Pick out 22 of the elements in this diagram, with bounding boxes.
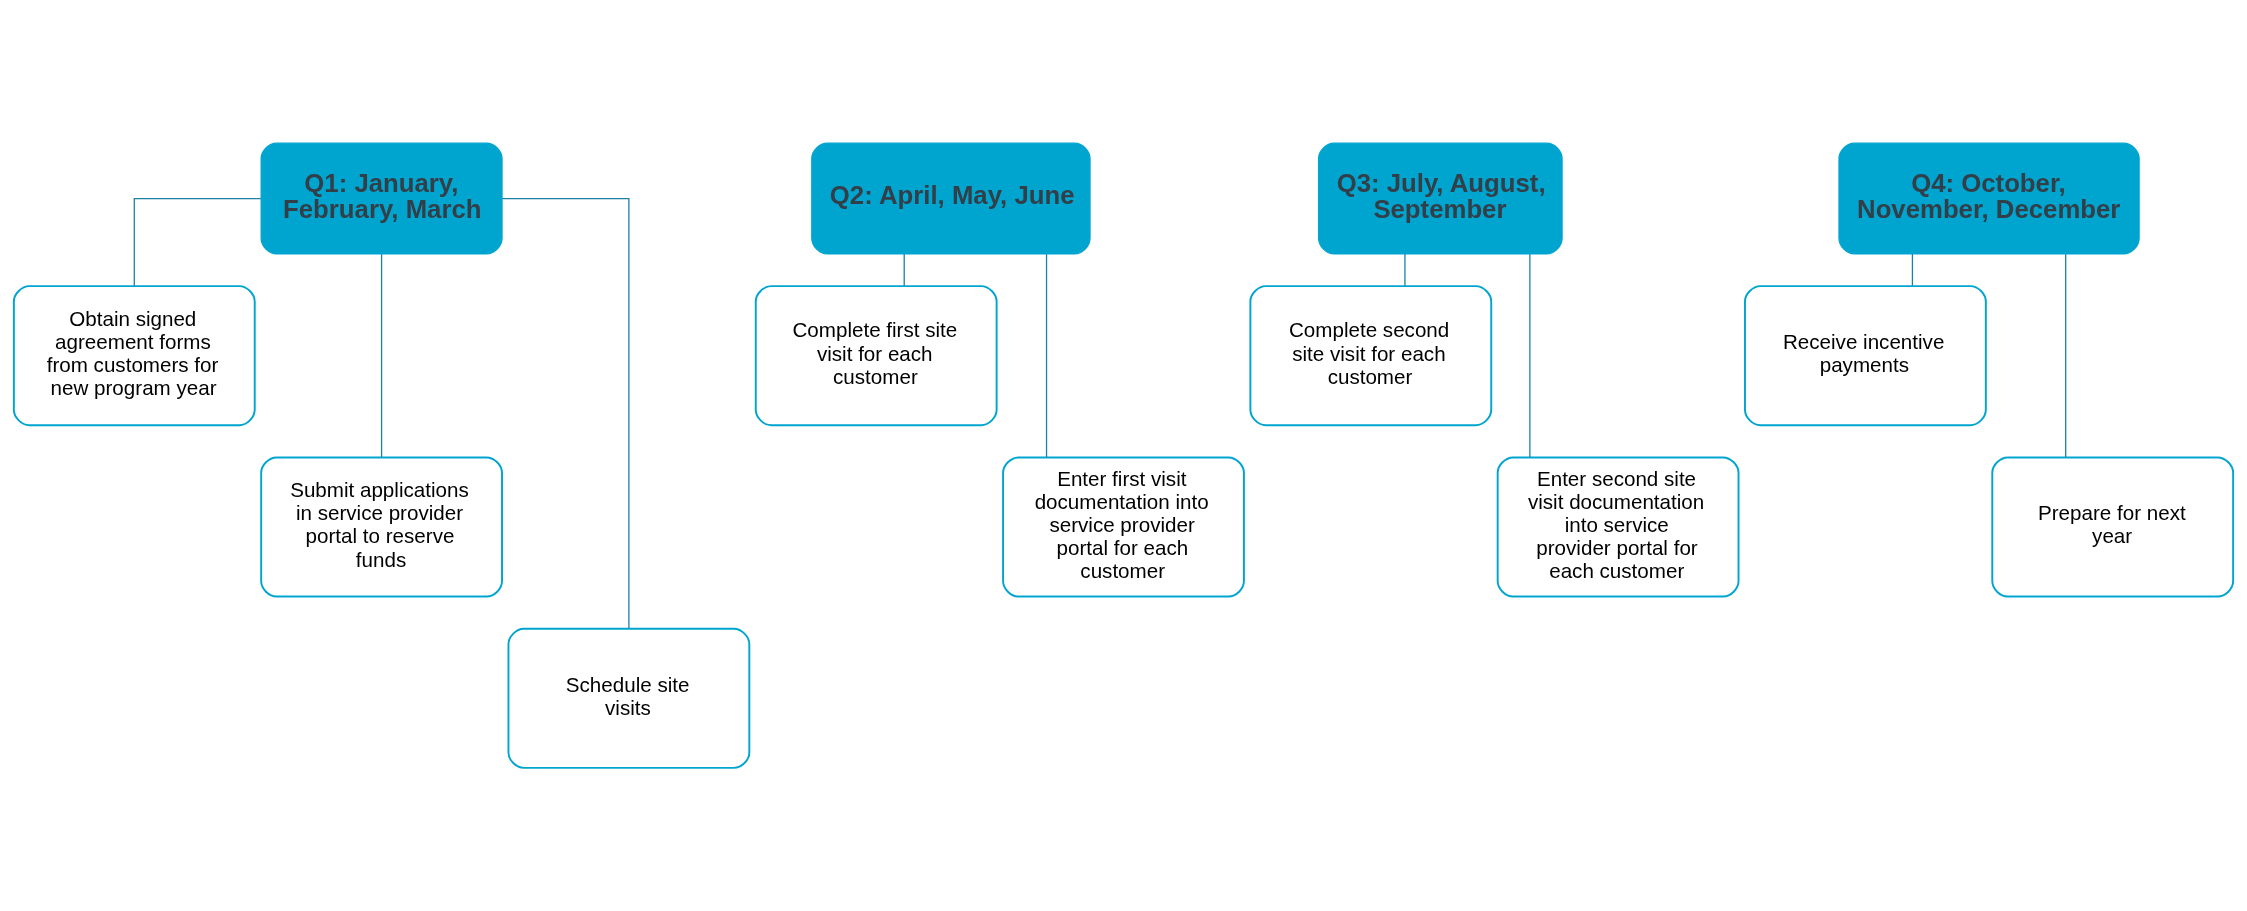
node-box: Obtain signed agreement forms from customers for new program year <box>12 285 256 427</box>
node-box: Q3: July, August, September <box>1318 142 1563 255</box>
connector <box>2065 253 2067 458</box>
connector <box>501 197 630 629</box>
node-box: Prepare for next year <box>1991 456 2235 598</box>
node-box: Q4: October, November, December <box>1838 142 2140 255</box>
node-box: Complete first site visit for each customer <box>754 285 998 427</box>
connector <box>1529 253 1531 458</box>
connector <box>380 253 383 458</box>
connector <box>1404 253 1406 287</box>
node-box: Submit applications in service provider portal to reserve funds <box>260 456 503 598</box>
connector <box>1911 253 1914 287</box>
node-box: Q1: January, February, March <box>260 142 503 255</box>
connector <box>903 253 905 287</box>
connector <box>133 197 262 287</box>
node-box: Schedule site visits <box>507 627 751 769</box>
node-box: Receive incentive payments <box>1744 285 1987 427</box>
connector <box>1045 253 1048 458</box>
node-box: Complete second site visit for each customer <box>1249 285 1493 427</box>
node-box: Q2: April, May, June <box>811 142 1091 255</box>
node-box: Enter first visit documentation into service provider portal for each customer <box>1002 456 1245 598</box>
node-box: Enter second site visit documentation into service provider portal for each customer <box>1496 456 1740 598</box>
